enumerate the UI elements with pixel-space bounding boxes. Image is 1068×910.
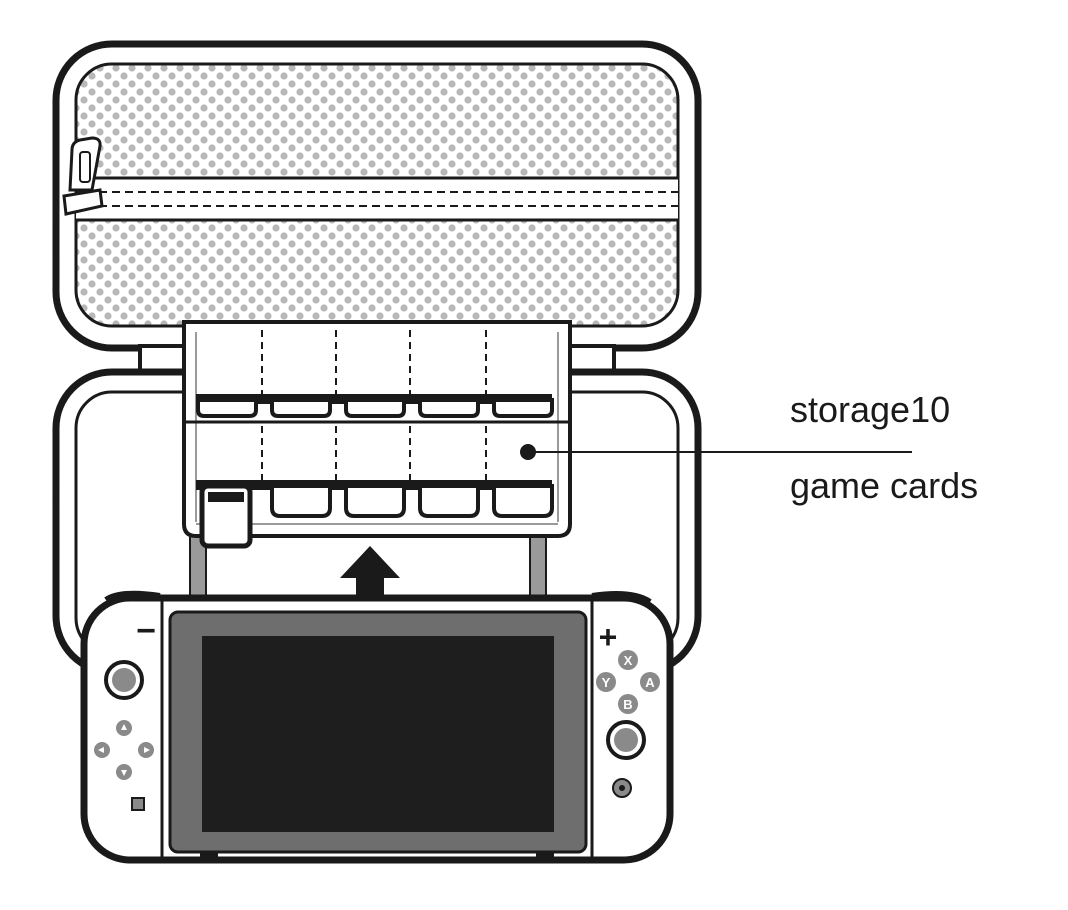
svg-text:B: B — [623, 697, 632, 712]
game-console — [80, 590, 674, 864]
card-slot — [344, 484, 406, 518]
callout-label-line-1: storage10 — [790, 389, 951, 430]
card-slot — [418, 398, 480, 418]
face-button-y: Y — [596, 672, 616, 692]
svg-text:X: X — [624, 653, 633, 668]
card-slots-row-2 — [196, 480, 554, 549]
card-slot — [492, 484, 554, 518]
plus-button: + — [599, 619, 618, 655]
right-joycon: + X Y A B — [596, 619, 660, 798]
card-slots-row-1 — [196, 394, 554, 418]
capture-button-icon — [131, 797, 145, 811]
callout-label-line-2: game cards — [790, 465, 979, 506]
svg-text:Y: Y — [602, 675, 611, 690]
right-analog-stick — [606, 720, 646, 760]
console-screen — [202, 636, 554, 832]
card-slot-with-card — [199, 483, 253, 549]
minus-button: − — [136, 612, 156, 650]
card-slot — [344, 398, 406, 418]
mesh-pocket-zipper — [76, 176, 678, 222]
left-joycon: − — [94, 612, 156, 811]
face-button-a: A — [640, 672, 660, 692]
card-slot — [418, 484, 480, 518]
card-slot — [270, 484, 332, 518]
face-button-b: B — [618, 694, 638, 714]
callout-pointer — [520, 444, 912, 460]
left-analog-stick — [104, 660, 144, 700]
card-slot — [492, 398, 554, 418]
svg-text:A: A — [645, 675, 655, 690]
card-slot — [270, 398, 332, 418]
zipper-pull-icon — [62, 136, 104, 216]
home-button-icon — [612, 778, 632, 798]
dpad — [94, 720, 154, 780]
arrow-up-icon — [340, 546, 400, 606]
face-button-x: X — [618, 650, 638, 670]
card-slot — [196, 398, 258, 418]
